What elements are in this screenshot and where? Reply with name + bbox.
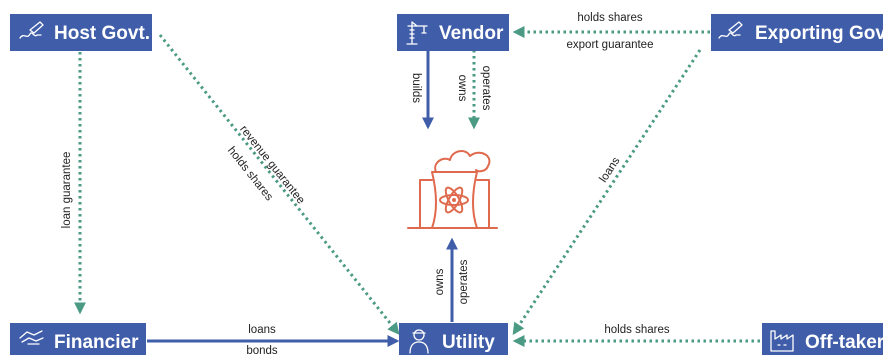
edge-label-loans-financier: loans: [248, 324, 276, 336]
node-off-taker: Off-taker: [762, 323, 883, 355]
factory-icon: [770, 330, 794, 352]
svg-text:Utility: Utility: [442, 332, 495, 353]
handshake-money-icon: [19, 330, 44, 345]
nuclear-power-plant-icon: [407, 150, 498, 229]
edge-label-loans-exporting: loans: [597, 155, 622, 185]
edge-host-to-utility: [158, 34, 400, 335]
edge-label-owns-vendor: owns: [456, 75, 468, 102]
edge-label-holds-shares-vendor: holds shares: [577, 12, 642, 24]
signature-hand-icon: [19, 21, 44, 39]
node-host-govt: Host Govt.: [10, 14, 152, 51]
node-financier: Financier: [10, 323, 146, 355]
svg-text:Financier: Financier: [54, 332, 139, 353]
edge-exporting-to-utility: [512, 49, 702, 336]
edge-label-operates-vendor: operates: [480, 66, 492, 111]
crane-icon: [406, 21, 428, 45]
edge-label-loan-guarantee: loan guarantee: [61, 152, 73, 229]
edge-label-builds: builds: [410, 73, 422, 103]
worker-icon: [409, 329, 429, 354]
edge-label-holds-shares-offtaker: holds shares: [604, 324, 669, 336]
edge-label-export-guarantee: export guarantee: [567, 39, 654, 51]
edge-label-operates-utility: operates: [458, 259, 470, 304]
edge-label-owns-utility: owns: [434, 268, 446, 295]
signature-hand-icon: [718, 21, 743, 39]
svg-text:Host Govt.: Host Govt.: [54, 23, 150, 44]
node-exporting-govt: Exporting Govt.: [711, 14, 883, 51]
svg-text:Off-taker: Off-taker: [805, 332, 883, 353]
svg-text:Vendor: Vendor: [439, 23, 504, 44]
node-utility: Utility: [399, 323, 508, 355]
edge-label-bonds: bonds: [246, 345, 278, 355]
svg-text:Exporting Govt.: Exporting Govt.: [755, 23, 883, 44]
node-vendor: Vendor: [397, 14, 509, 51]
